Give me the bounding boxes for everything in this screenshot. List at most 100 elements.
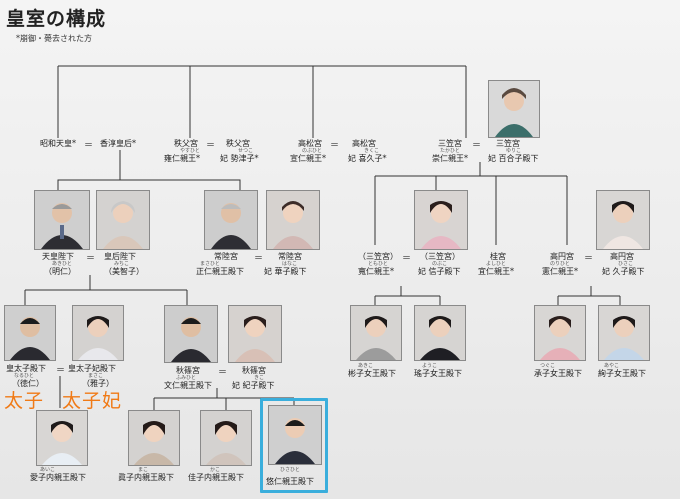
label-tomohito-title: （三笠宮） (358, 252, 398, 261)
ruby-takamado: のりひと (550, 261, 570, 267)
label-katsura: 宜仁親王* (478, 267, 514, 276)
label-hitachi-title: 常陸宮 (214, 252, 238, 261)
portrait-kogo (96, 190, 150, 250)
label-takamado: 憲仁親王* (542, 267, 578, 276)
highlight-frame (260, 398, 328, 493)
label-tenno: （明仁） (44, 267, 76, 276)
label-chichibu: 雍仁親王* (164, 154, 200, 163)
label-kako: 佳子内親王殿下 (188, 473, 244, 482)
label-kogo: （美智子） (104, 267, 144, 276)
portrait-akiko (350, 305, 402, 361)
label-kojun: 香淳皇后* (100, 139, 136, 148)
label-kogo-title: 皇后陛下 (104, 252, 136, 261)
label-yoko: 瑤子女王殿下 (414, 369, 462, 378)
label-akiko: 彬子女王殿下 (348, 369, 396, 378)
ruby-chichibu-wife: せつこ (238, 148, 254, 154)
label-chichibu-title: 秩父宮 (174, 139, 198, 148)
marriage-sign: ＝ (86, 254, 96, 264)
ruby-hisahito: ひさひと (280, 467, 300, 473)
ruby-mikasa: たかひと (440, 148, 460, 154)
ruby-yoko: ようこ (422, 363, 438, 369)
ruby-mako: まこ (138, 467, 149, 473)
ruby-nobuko: のぶこ (432, 261, 448, 267)
ruby-kotaishihi: まさこ (88, 373, 104, 379)
label-takamatsu-wife-title: 高松宮 (352, 139, 376, 148)
label-ayako: 絢子女王殿下 (598, 369, 646, 378)
ruby-hitachi: まさひと (200, 261, 220, 267)
label-takamado-wife-title: 高円宮 (610, 252, 634, 261)
ruby-akiko: あきこ (358, 363, 374, 369)
page-title: 皇室の構成 (6, 8, 107, 30)
label-mikasa-title: 三笠宮 (438, 139, 462, 148)
ruby-takamatsu-wife: きくこ (364, 148, 380, 154)
label-takamatsu-wife: 妃 喜久子* (348, 154, 387, 163)
label-mikasa-wife: 妃 百合子殿下 (488, 154, 539, 163)
marriage-sign: ＝ (218, 368, 228, 378)
ruby-tenno: あきひと (52, 261, 72, 267)
ruby-tomohito: ともひと (368, 261, 388, 267)
annotation-taishihi: 太子妃 (62, 390, 123, 412)
portrait-akishino (164, 305, 218, 363)
label-hitachi-wife-title: 常陸宮 (278, 252, 302, 261)
label-mako: 眞子内親王殿下 (118, 473, 174, 482)
ruby-katsura: よしひと (486, 261, 506, 267)
label-hisahito: 悠仁親王殿下 (266, 477, 314, 486)
ruby-takamatsu: のぶひと (302, 148, 322, 154)
portrait-kotaishi (4, 305, 56, 361)
portrait-mikasa-yuriko (488, 80, 540, 138)
marriage-sign: ＝ (472, 141, 482, 151)
portrait-yoko (414, 305, 466, 361)
ruby-kako: かこ (210, 467, 221, 473)
label-kotaishi-title: 皇太子殿下 (6, 364, 46, 373)
label-mikasa-wife-title: 三笠宮 (496, 139, 520, 148)
ruby-tsuguko: つぐこ (540, 363, 556, 369)
label-takamatsu-title: 高松宮 (298, 139, 322, 148)
label-chichibu-wife-title: 秩父宮 (226, 139, 250, 148)
ruby-chichibu: やすひと (180, 148, 200, 154)
portrait-ayako (598, 305, 650, 361)
label-chichibu-wife: 妃 勢津子* (220, 154, 259, 163)
ruby-mikasa-wife: ゆりこ (506, 148, 522, 154)
label-akishino-wife: 妃 紀子殿下 (232, 381, 275, 390)
marriage-sign: ＝ (402, 254, 412, 264)
portrait-akishino-kiko (228, 305, 282, 363)
label-akishino-title: 秋篠宮 (176, 366, 200, 375)
label-tenno-title: 天皇陛下 (42, 252, 74, 261)
label-mikasa: 崇仁親王* (432, 154, 468, 163)
deceased-note: *崩御・薨去された方 (16, 34, 92, 43)
ruby-aiko: あいこ (40, 467, 56, 473)
label-akishino-wife-title: 秋篠宮 (242, 366, 266, 375)
label-katsura-title: 桂宮 (490, 252, 506, 261)
label-nobuko: 妃 信子殿下 (418, 267, 461, 276)
label-takamado-title: 高円宮 (550, 252, 574, 261)
portrait-tenno (34, 190, 90, 250)
label-tomohito: 寬仁親王* (358, 267, 394, 276)
ruby-takamado-wife: ひさこ (618, 261, 634, 267)
portrait-kako (200, 410, 252, 466)
ruby-akishino-wife: きこ (254, 375, 265, 381)
portrait-hitachi-hanako (266, 190, 320, 250)
marriage-sign: ＝ (84, 141, 94, 151)
label-showa: 昭和天皇* (40, 139, 76, 148)
marriage-sign: ＝ (254, 254, 264, 264)
label-kotaishihi-title: 皇太子妃殿下 (68, 364, 116, 373)
ruby-akishino: ふみひと (176, 375, 196, 381)
portrait-hisahito (268, 405, 322, 465)
annotation-taishi: 太子 (4, 390, 45, 412)
label-takamado-wife: 妃 久子殿下 (602, 267, 645, 276)
portrait-kotaishihi (72, 305, 124, 361)
portrait-mako (128, 410, 180, 466)
ruby-hitachi-wife: はなこ (282, 261, 298, 267)
portrait-mikasa-nobuko (414, 190, 468, 250)
label-hitachi: 正仁親王殿下 (196, 267, 244, 276)
marriage-sign: ＝ (584, 254, 594, 264)
label-aiko: 愛子内親王殿下 (30, 473, 86, 482)
ruby-ayako: あやこ (604, 363, 620, 369)
label-akishino: 文仁親王殿下 (164, 381, 212, 390)
marriage-sign: ＝ (206, 141, 216, 151)
ruby-kogo: みちこ (114, 261, 130, 267)
label-nobuko-title: （三笠宮） (420, 252, 460, 261)
label-hitachi-wife: 妃 華子殿下 (264, 267, 307, 276)
portrait-hitachi (204, 190, 258, 250)
